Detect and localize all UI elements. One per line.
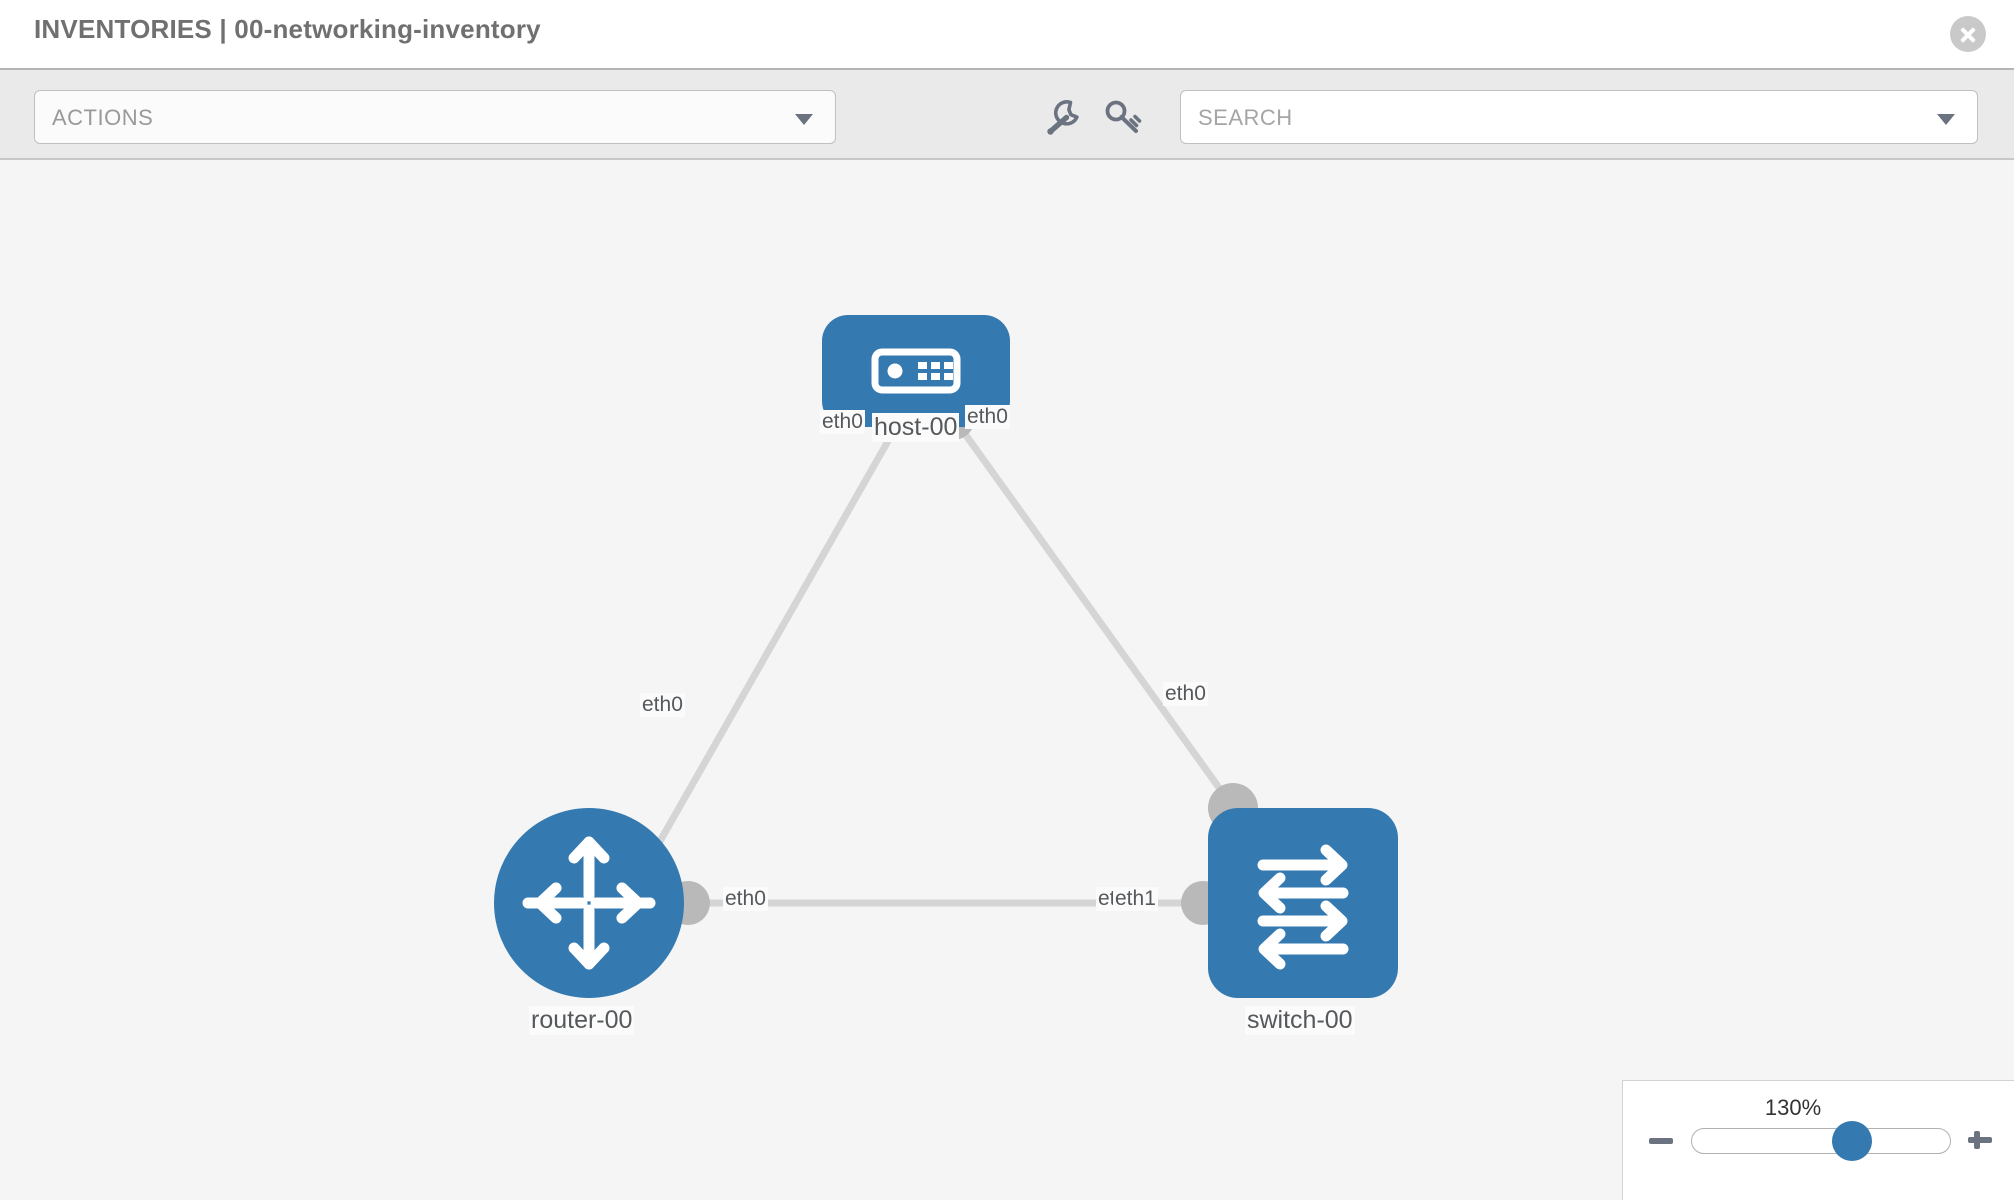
router-arrows-icon bbox=[522, 836, 656, 970]
switch-arrows-icon bbox=[1257, 844, 1349, 970]
iface-label-host-right: eth0 bbox=[965, 405, 1010, 429]
toolbar: ACTIONS SEARCH bbox=[0, 68, 2014, 160]
actions-dropdown-label: ACTIONS bbox=[52, 105, 154, 130]
chevron-down-icon bbox=[795, 114, 813, 125]
search-input[interactable]: SEARCH bbox=[1180, 90, 1978, 144]
toolbar-icon-group bbox=[1040, 90, 1180, 144]
node-switch-00-label: switch-00 bbox=[1245, 1006, 1355, 1035]
node-host-00-label: host-00 bbox=[872, 413, 960, 442]
link-host-switch[interactable] bbox=[952, 417, 1238, 813]
zoom-in-button[interactable] bbox=[1965, 1125, 1995, 1155]
node-switch-00-shape bbox=[1208, 808, 1398, 998]
chevron-down-icon bbox=[1937, 114, 1955, 125]
iface-label-host-left: eth0 bbox=[820, 410, 865, 434]
iface-label-switch-up: eth0 bbox=[1163, 682, 1208, 706]
iface-label-router-right: eth0 bbox=[723, 887, 768, 911]
node-router-00-label: router-00 bbox=[529, 1006, 635, 1035]
search-input-placeholder: SEARCH bbox=[1198, 105, 1293, 130]
window-header: INVENTORIES | 00-networking-inventory bbox=[0, 0, 2014, 68]
link-router-host[interactable] bbox=[651, 418, 904, 852]
actions-dropdown[interactable]: ACTIONS bbox=[34, 90, 836, 144]
zoom-out-button[interactable] bbox=[1649, 1138, 1673, 1144]
page-title: INVENTORIES | 00-networking-inventory bbox=[34, 14, 541, 44]
server-device-icon bbox=[871, 348, 961, 394]
zoom-slider-track[interactable] bbox=[1691, 1128, 1951, 1154]
zoom-slider-thumb[interactable] bbox=[1832, 1121, 1873, 1161]
topology-canvas[interactable]: host-00 router-00 bbox=[0, 160, 2014, 1200]
node-switch-00[interactable]: switch-00 bbox=[1208, 808, 1398, 1035]
key-icon[interactable] bbox=[1102, 96, 1146, 140]
zoom-level-value: 130% bbox=[1764, 1095, 1822, 1120]
node-router-00[interactable]: router-00 bbox=[494, 808, 684, 1035]
zoom-control-panel: 130% bbox=[1622, 1080, 2014, 1200]
wrench-icon[interactable] bbox=[1040, 96, 1084, 140]
iface-label-switch-left-b: eth1 bbox=[1113, 887, 1158, 911]
iface-label-router-up: eth0 bbox=[640, 693, 685, 717]
close-icon[interactable] bbox=[1950, 16, 1986, 52]
